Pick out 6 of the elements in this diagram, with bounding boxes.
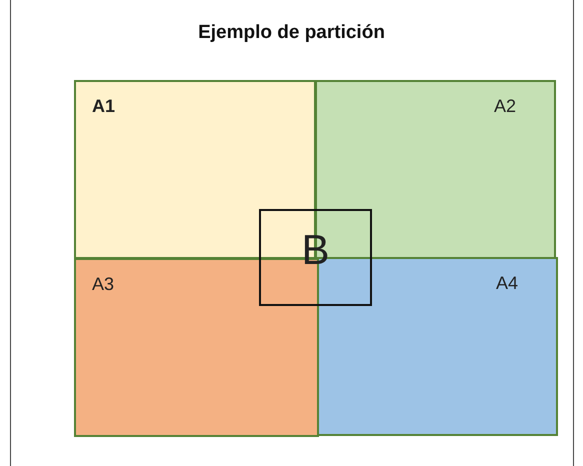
region-label: A4 [496, 273, 518, 294]
overlap-rectangle [259, 209, 372, 306]
diagram-title: Ejemplo de partición [197, 22, 386, 44]
region-label: A3 [92, 274, 114, 295]
region-label: A1 [92, 96, 116, 117]
region-label: A2 [494, 96, 516, 117]
